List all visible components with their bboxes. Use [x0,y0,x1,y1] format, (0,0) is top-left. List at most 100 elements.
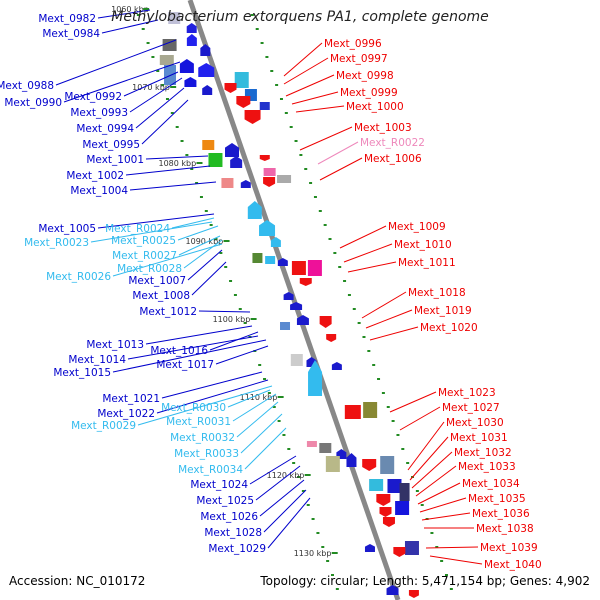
rail-dot-left [151,56,155,58]
gene-label-right: Mext_1023 [438,387,496,399]
rail-dot-left [185,154,189,156]
gene-label-right: Mext_1032 [454,447,512,459]
gene-label-right: Mext_1035 [468,493,526,505]
gene-arrow-forward [198,63,215,77]
rail-dot-right [323,224,327,226]
gene-arrow-reverse [244,110,261,124]
gene-block [221,178,234,188]
leader-line-right [285,74,335,97]
rail-dot-left [311,518,315,520]
rail-dot-left [297,476,301,478]
gene-arrow-forward [225,143,239,157]
rail-dot-right [333,252,337,254]
gene-label-left: Mext_R0028 [117,263,182,275]
gene-arrow-reverse [236,96,251,108]
gene-block [252,253,263,263]
rail-dot-left [146,42,150,44]
rail-dot-left [301,490,305,492]
rail-dot-right [377,378,381,380]
rail-dot-right [430,532,434,534]
gene-label-left: Mext_1012 [139,306,197,318]
gene-label-left: Mext_1028 [204,527,262,539]
rail-dot-left [282,434,286,436]
rail-dot-right [260,42,264,44]
rail-dot-left [156,70,160,72]
gene-label-right: Mext_1006 [364,153,422,165]
gene-block [291,261,306,275]
gene-block [263,168,276,176]
rail-dot-right [309,182,313,184]
gene-label-left: Mext_1022 [97,408,155,420]
leader-line-left [135,87,185,129]
rail-dot-right [313,196,317,198]
leader-line-left [90,221,213,243]
gene-label-right: Mext_1039 [480,542,538,554]
leader-line-right [299,126,353,151]
genome-title: Methylobacterium extorquens PA1, complet… [111,9,489,25]
leader-line-left [244,427,287,470]
leader-line-right [417,482,461,505]
gene-arrow-forward [184,77,197,87]
rail-dot-left [136,14,140,16]
gene-arrow-forward [247,201,262,219]
gene-arrow-forward [230,156,243,168]
leader-line-left [129,181,217,191]
rail-dot-left [287,448,291,450]
gene-label-left: Mext_R0033 [174,448,239,460]
gene-label-left: Mext_0990 [4,97,62,109]
rail-dot-left [219,252,223,254]
rail-dot-left [330,574,334,576]
gene-label-left: Mext_R0023 [24,237,89,249]
scale-tick-label: 1060 kbp [111,5,149,14]
rail-dot-right [449,588,453,590]
rail-dot-left [209,224,213,226]
gene-arrow-reverse [393,547,406,557]
gene-label-right: Mext_R0022 [360,137,425,149]
leader-line-left [141,99,189,145]
leader-line-left [249,455,297,485]
gene-arrow-forward [277,258,288,266]
rail-dot-left [316,532,320,534]
gene-label-right: Mext_1036 [472,508,530,520]
gene-block [265,256,276,264]
leader-line-left [97,213,215,229]
genome-stats-text: Topology: circular; Length: 5,471,154 bp… [260,574,590,588]
leader-line-left [112,339,267,373]
scale-tick-label: 1090 kbp [186,237,224,246]
leader-line-left [183,239,223,269]
gene-arrow-reverse [263,177,276,187]
rail-dot-left [292,462,296,464]
gene-block [380,456,395,474]
gene-block [259,102,270,110]
gene-block [344,405,361,419]
rail-dot-left [272,406,276,408]
rail-dot-right [401,448,405,450]
rail-dot-left [263,378,267,380]
rail-dot-right [362,336,366,338]
gene-arrow-forward [202,85,213,95]
scale-tick-label: 1130 kbp [294,549,332,558]
scale-tick-label: 1120 kbp [267,471,305,480]
scale-tick-label: 1100 kbp [213,315,251,324]
rail-dot-right [250,14,254,16]
rail-dot-right [299,154,303,156]
gene-label-right: Mext_0997 [330,53,388,65]
leader-line-left [161,371,263,399]
gene-arrow-reverse [299,278,312,286]
rail-dot-right [294,140,298,142]
gene-block [162,39,177,51]
gene-label-left: Mext_R0034 [178,464,243,476]
gene-block [307,260,322,276]
rail-dot-right [265,56,269,58]
gene-label-left: Mext_0993 [70,107,128,119]
rail-dot-left [170,112,174,114]
rail-dot-right [372,364,376,366]
scale-tick-label: 1070 kbp [132,83,170,92]
leader-line-left [63,61,181,103]
gene-block [164,65,176,85]
gene-label-left: Mext_1014 [68,354,126,366]
leader-line-left [177,225,219,241]
rail-dot-left [277,420,281,422]
leader-line-left [232,393,277,422]
rail-dot-left [141,28,145,30]
